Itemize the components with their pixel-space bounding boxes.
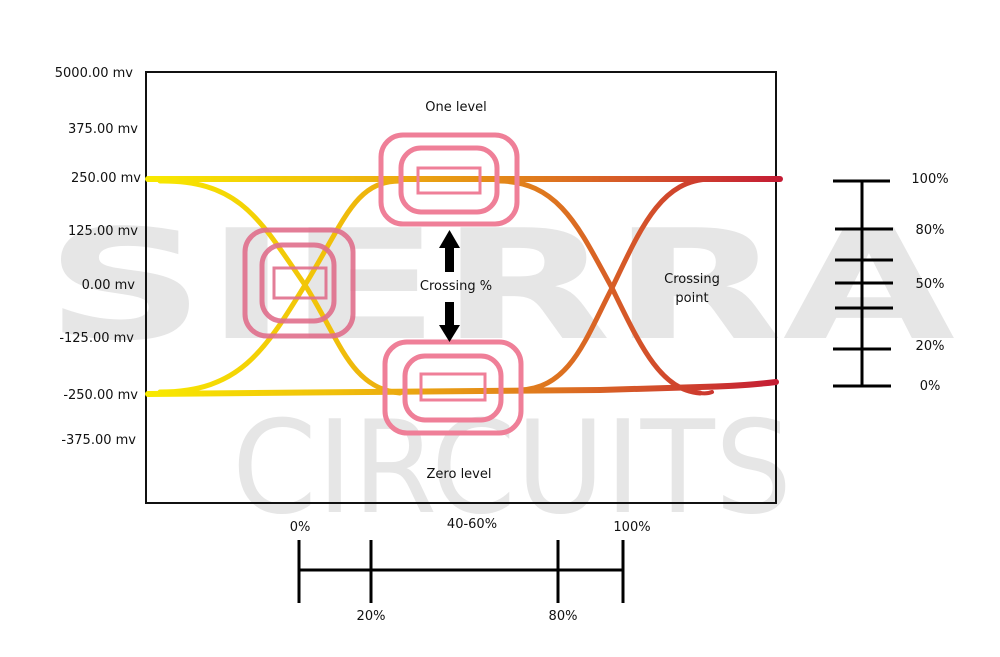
crossing-point-label-line1: Crossing <box>664 272 720 287</box>
horizontal-scale-labels: 0% 40-60% 100% 20% 80% <box>290 517 651 624</box>
crossing-arrows <box>439 230 460 342</box>
arrow-down-icon <box>439 302 460 342</box>
y-tick-label: 0.00 mv <box>82 278 136 293</box>
h-scale-label: 20% <box>357 609 386 624</box>
v-scale-label: 20% <box>916 339 945 354</box>
right-rising-edge <box>517 176 713 393</box>
v-scale-label: 0% <box>920 379 941 394</box>
zero-level-label: Zero level <box>427 467 492 482</box>
vertical-scale <box>833 179 893 388</box>
v-scale-label: 100% <box>911 172 948 187</box>
signal-traces <box>145 176 783 397</box>
zero-level-dip <box>678 385 714 396</box>
crossing-pct-label: Crossing % <box>420 279 492 294</box>
plot-frame <box>145 71 777 504</box>
y-tick-label: -375.00 mv <box>61 433 136 448</box>
arrow-up-icon <box>439 230 460 272</box>
y-tick-label: -250.00 mv <box>63 388 138 403</box>
y-axis-labels: 5000.00 mv 375.00 mv 250.00 mv 125.00 mv… <box>55 66 142 448</box>
y-tick-label: 375.00 mv <box>68 122 138 137</box>
crossing-point-label-line2: point <box>675 291 708 306</box>
left-rising-edge <box>157 178 403 395</box>
h-scale-label: 100% <box>613 520 650 535</box>
marker-one-level <box>378 132 520 227</box>
h-scale-label: 0% <box>290 520 311 535</box>
marker-crossing <box>242 227 356 339</box>
watermark-circuits: CIRCUITS <box>232 394 792 543</box>
v-scale-label: 50% <box>916 277 945 292</box>
horizontal-scale <box>297 540 625 603</box>
h-scale-label: 40-60% <box>447 517 497 532</box>
y-tick-label: 5000.00 mv <box>55 66 134 81</box>
y-tick-label: 250.00 mv <box>71 171 141 186</box>
h-scale-label: 80% <box>549 609 578 624</box>
marker-zero-level <box>382 339 524 436</box>
vertical-scale-labels: 100% 80% 50% 20% 0% <box>911 172 948 394</box>
v-scale-label: 80% <box>916 223 945 238</box>
y-tick-label: 125.00 mv <box>68 224 138 239</box>
y-tick-label: -125.00 mv <box>59 331 134 346</box>
one-level-label: One level <box>425 100 487 115</box>
